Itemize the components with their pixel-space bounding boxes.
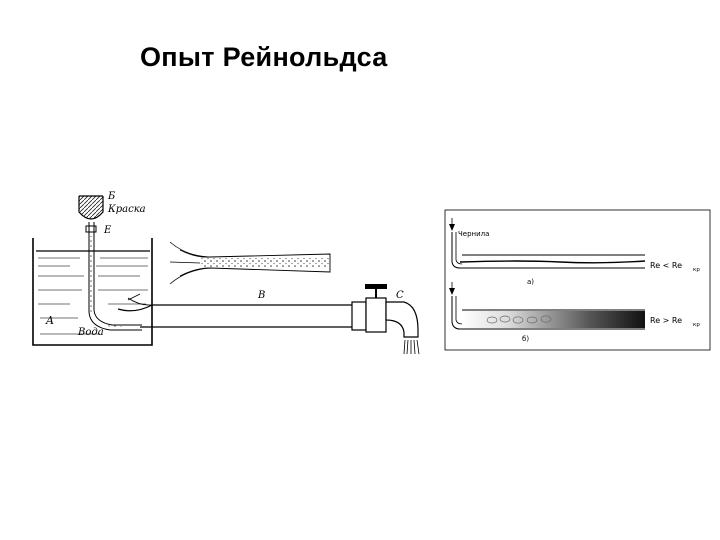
label-water: Вода (77, 327, 104, 338)
label-laminar-case: a) (527, 278, 534, 286)
label-turbulent-case: б) (522, 335, 529, 343)
label-pipe: B (257, 290, 265, 301)
label-dye-vessel: Б (107, 191, 116, 202)
label-laminar-subscript: кр (693, 267, 700, 273)
label-turbulent-subscript: кр (693, 322, 700, 328)
label-dye: Краска (107, 204, 146, 215)
flow-regimes-diagram: Чернила Re < Re кр a) Re > Re кр б) (444, 209, 711, 351)
turbulent-flow (449, 282, 645, 330)
tap-icon (351, 284, 420, 355)
laminar-flow (449, 218, 646, 269)
dye-streak-inset (169, 241, 331, 285)
label-ink: Чернила (458, 230, 489, 238)
label-tap: C (396, 290, 404, 301)
dye-tube (88, 222, 142, 331)
reynolds-apparatus-diagram: Б Краска E A Вода B C (32, 191, 420, 355)
label-turbulent-condition: Re > Re (650, 316, 682, 325)
label-valve: E (103, 225, 112, 236)
dye-vessel (78, 195, 104, 233)
slide-title: Опыт Рейнольдса (140, 42, 388, 72)
label-vessel: A (45, 314, 54, 327)
glass-pipe (117, 297, 355, 328)
label-laminar-condition: Re < Re (650, 261, 682, 270)
